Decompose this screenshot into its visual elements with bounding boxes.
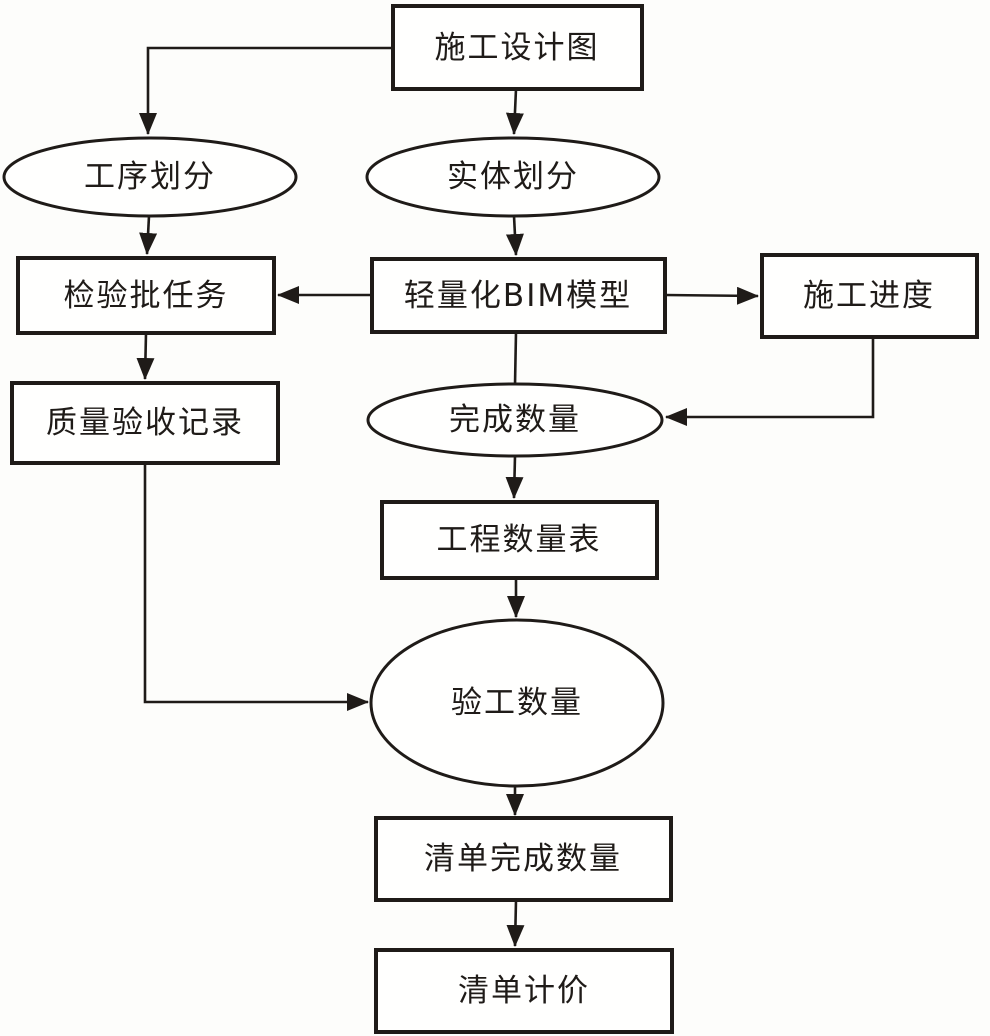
node-design-drawing: 施工设计图 (391, 4, 644, 91)
edge-bim-model-to-completed-quantity (513, 331, 518, 386)
list-completed-quantity-label: 清单完成数量 (424, 841, 622, 877)
edge-inspection-batch-task-to-quality-acceptance-record (136, 332, 155, 380)
edge-entity-division-to-bim-model (505, 215, 524, 256)
acceptance-quantity-ellipse (369, 618, 665, 788)
completed-quantity-label: 完成数量 (449, 402, 581, 438)
quality-acceptance-record-label: 质量验收记录 (46, 405, 244, 441)
quantity-table-box (380, 500, 659, 580)
node-completed-quantity: 完成数量 (366, 382, 664, 458)
node-list-pricing: 清单计价 (374, 948, 674, 1034)
edge-process-division-to-inspection-batch-task (139, 215, 158, 255)
edge-design-drawing-to-process-division (139, 46, 393, 135)
entity-division-label: 实体划分 (447, 159, 579, 195)
bim-model-label: 轻量化BIM模型 (404, 278, 632, 314)
quantity-table-label: 工程数量表 (437, 522, 602, 558)
edge-quality-acceptance-record-to-acceptance-quantity (143, 463, 369, 711)
node-acceptance-quantity: 验工数量 (369, 618, 665, 788)
node-list-completed-quantity: 清单完成数量 (374, 816, 673, 902)
acceptance-quantity-label: 验工数量 (451, 685, 583, 721)
node-inspection-batch-task: 检验批任务 (16, 256, 276, 335)
node-bim-model: 轻量化BIM模型 (370, 257, 667, 334)
node-entity-division: 实体划分 (365, 136, 661, 218)
edge-list-completed-quantity-to-list-pricing (506, 899, 525, 947)
list-pricing-label: 清单计价 (458, 973, 590, 1009)
inspection-batch-task-box (16, 256, 276, 335)
node-quality-acceptance-record: 质量验收记录 (10, 381, 280, 465)
node-process-division: 工序划分 (2, 136, 298, 218)
completed-quantity-ellipse (366, 382, 664, 458)
edge-construction-progress-to-completed-quantity (665, 337, 875, 426)
design-drawing-label: 施工设计图 (435, 30, 600, 66)
edge-design-drawing-to-entity-division (505, 88, 524, 135)
design-drawing-box (391, 4, 644, 91)
edge-bim-model-to-construction-progress (664, 286, 759, 305)
node-construction-progress: 施工进度 (760, 253, 979, 339)
list-pricing-box (374, 948, 674, 1034)
entity-division-ellipse (365, 136, 661, 218)
bim-model-box (370, 257, 667, 334)
construction-progress-box (760, 253, 979, 339)
process-division-ellipse (2, 136, 298, 218)
edge-completed-quantity-to-quantity-table (505, 455, 524, 499)
list-completed-quantity-box (374, 816, 673, 902)
construction-progress-label: 施工进度 (803, 278, 935, 314)
inspection-batch-task-label: 检验批任务 (64, 278, 229, 314)
process-division-label: 工序划分 (84, 159, 216, 195)
node-quantity-table: 工程数量表 (380, 500, 659, 580)
quality-acceptance-record-box (10, 381, 280, 465)
